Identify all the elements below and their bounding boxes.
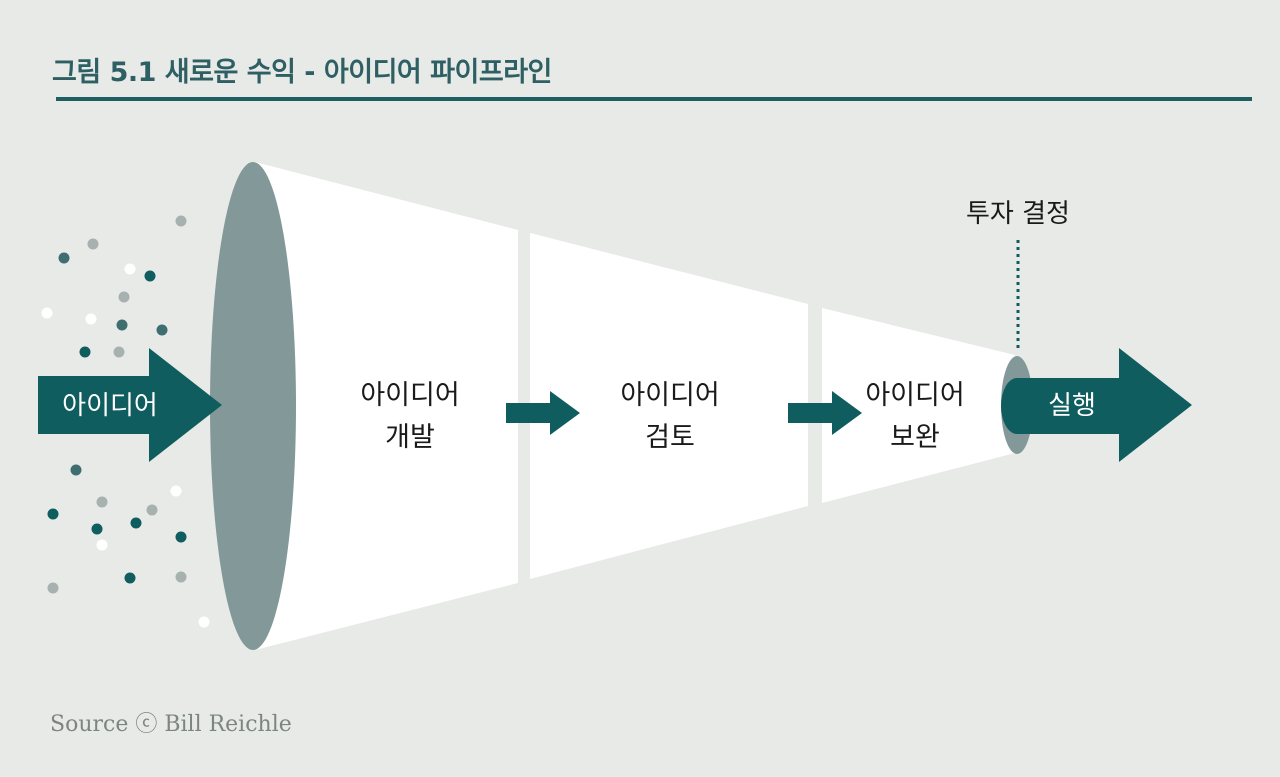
idea-dot bbox=[146, 504, 158, 516]
idea-dot bbox=[170, 485, 182, 497]
idea-dot bbox=[79, 346, 91, 358]
idea-dot bbox=[85, 313, 97, 325]
idea-dot bbox=[124, 263, 136, 275]
idea-dot bbox=[113, 346, 125, 358]
idea-dot bbox=[91, 523, 103, 535]
idea-dot bbox=[144, 270, 156, 282]
decision-label: 투자 결정 bbox=[966, 199, 1070, 229]
funnel-mouth bbox=[210, 162, 296, 650]
funnel-segment-refinement bbox=[822, 308, 1015, 503]
idea-dot bbox=[175, 215, 187, 227]
idea-dot bbox=[118, 291, 130, 303]
stage-label-review-line2: 검토 bbox=[645, 422, 695, 453]
idea-dot bbox=[96, 496, 108, 508]
idea-dot bbox=[116, 319, 128, 331]
source-credit: Source ⓒ Bill Reichle bbox=[50, 712, 292, 737]
idea-dot bbox=[156, 324, 168, 336]
idea-dot bbox=[41, 307, 53, 319]
idea-dots bbox=[41, 215, 210, 628]
idea-dot bbox=[70, 464, 82, 476]
stage-arrow bbox=[788, 391, 862, 435]
page-title: 그림 5.1 새로운 수익 - 아이디어 파이프라인 bbox=[52, 57, 552, 88]
idea-dot bbox=[58, 252, 70, 264]
stage-label-refinement-line1: 아이디어 bbox=[865, 380, 964, 411]
idea-dot bbox=[47, 508, 59, 520]
idea-dot bbox=[175, 531, 187, 543]
funnel-segment-development bbox=[255, 162, 518, 650]
idea-dot bbox=[96, 539, 108, 551]
input-arrow-label: 아이디어 bbox=[62, 391, 158, 421]
input-arrow bbox=[38, 348, 222, 462]
stage-label-review-line1: 아이디어 bbox=[620, 380, 719, 411]
stage-arrow bbox=[506, 391, 580, 435]
stage-label-development-line1: 아이디어 bbox=[360, 380, 459, 411]
funnel bbox=[210, 162, 1033, 650]
stage-label-development-line2: 개발 bbox=[385, 422, 435, 453]
idea-dot bbox=[124, 572, 136, 584]
idea-dot bbox=[175, 571, 187, 583]
funnel-segment-review bbox=[530, 233, 808, 579]
idea-dot bbox=[130, 517, 142, 529]
output-arrow-label: 실행 bbox=[1048, 391, 1096, 421]
output-arrow bbox=[1001, 348, 1192, 462]
idea-dot bbox=[47, 582, 59, 594]
idea-dot bbox=[198, 616, 210, 628]
idea-dot bbox=[87, 238, 99, 250]
stage-label-refinement-line2: 보완 bbox=[890, 422, 940, 453]
title-underline bbox=[56, 97, 1252, 101]
